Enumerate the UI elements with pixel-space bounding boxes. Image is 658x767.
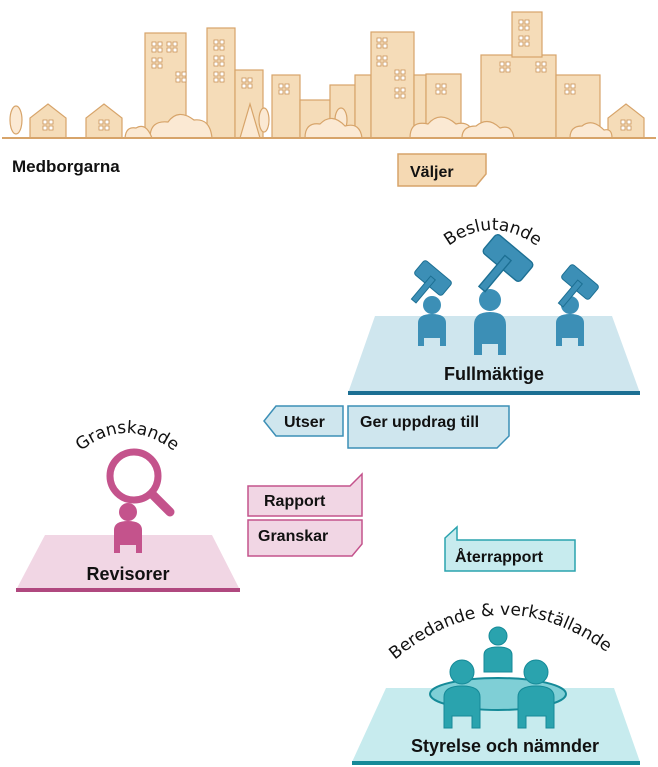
- elects-label: Väljer: [410, 164, 454, 181]
- report-back-arrow: Återrapport: [444, 525, 576, 572]
- audits-label: Granskar: [258, 528, 328, 545]
- boards-name: Styrelse och nämnder: [411, 736, 599, 756]
- report-label: Rapport: [264, 493, 326, 510]
- boards-group: Beredande & verkställande Styrelse och n…: [352, 600, 640, 765]
- appoints-label: Utser: [284, 414, 325, 431]
- report-back-label: Återrapport: [455, 547, 544, 566]
- council-group: Beslutande Fullmäktige: [348, 215, 640, 395]
- boards-platform: [352, 688, 640, 762]
- council-name: Fullmäktige: [444, 364, 544, 384]
- city-skyline: [2, 11, 656, 139]
- report-tag: [247, 472, 363, 517]
- auditors-name: Revisorer: [86, 564, 169, 584]
- auditors-platform: [16, 535, 240, 590]
- appoint-arrows: Utser Ger uppdrag till: [263, 405, 510, 449]
- commissions-label: Ger uppdrag till: [360, 414, 479, 431]
- board-members: [443, 626, 555, 729]
- report-back-tag: [444, 525, 576, 572]
- commissions-tag: [347, 405, 510, 449]
- auditors-group: Granskande Revisorer: [16, 418, 240, 592]
- appoints-tag: [263, 405, 344, 437]
- auditor-figure: [114, 503, 142, 553]
- audit-arrows: Rapport Granskar: [247, 472, 363, 557]
- magnifier-icon: [106, 448, 175, 517]
- council-members: [418, 289, 584, 355]
- audits-tag: [247, 519, 363, 557]
- elects-tag: Väljer: [397, 153, 487, 187]
- citizens-label: Medborgarna: [12, 157, 120, 176]
